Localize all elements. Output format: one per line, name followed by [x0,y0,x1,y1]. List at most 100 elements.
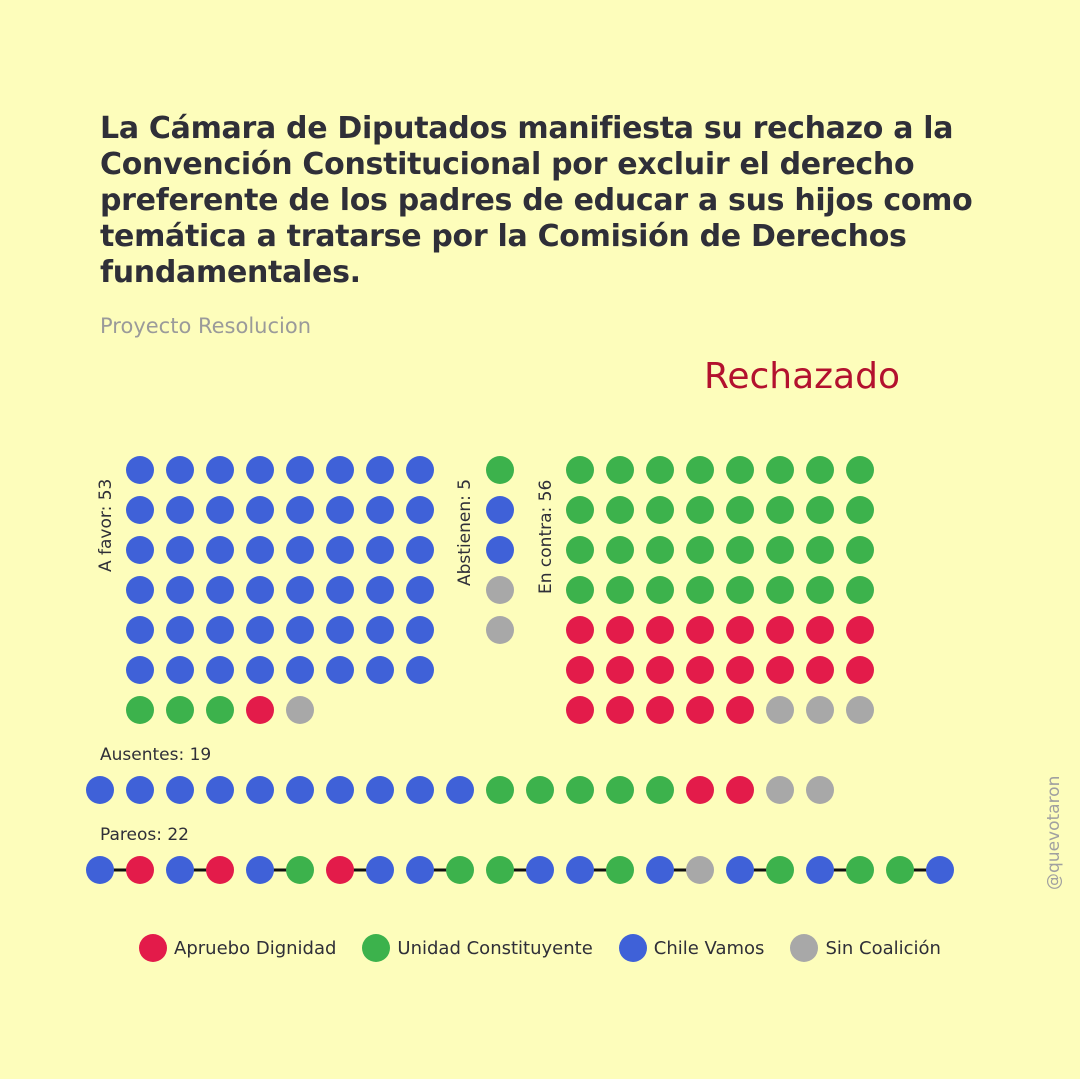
dot-unidad-constituyente [566,536,594,564]
dot-chile-vamos [166,856,194,884]
dot-apruebo-dignidad [726,696,754,724]
dot-chile-vamos [286,616,314,644]
dot-chile-vamos [126,656,154,684]
dot-unidad-constituyente [766,576,794,604]
dot-unidad-constituyente [606,536,634,564]
dot-chile-vamos [326,656,354,684]
dot-unidad-constituyente [686,536,714,564]
dot-chile-vamos [126,616,154,644]
dot-unidad-constituyente [726,456,754,484]
dot-chile-vamos [246,496,274,524]
dot-sin-coalicion [766,696,794,724]
watermark: @quevotaron [1044,775,1064,890]
chart-subtitle: Proyecto Resolucion [100,314,312,338]
dot-chile-vamos [246,656,274,684]
dot-apruebo-dignidad [686,656,714,684]
dot-chile-vamos [526,856,554,884]
dot-unidad-constituyente [686,576,714,604]
dot-chile-vamos [286,656,314,684]
dot-apruebo-dignidad [606,656,634,684]
dot-chile-vamos [206,536,234,564]
dot-chile-vamos [126,456,154,484]
dot-unidad-constituyente [846,456,874,484]
dot-chile-vamos [326,776,354,804]
dot-unidad-constituyente [206,696,234,724]
dot-apruebo-dignidad [326,856,354,884]
dot-unidad-constituyente [766,496,794,524]
dot-chile-vamos [166,656,194,684]
legend: Apruebo Dignidad Unidad Constituyente Ch… [0,934,1080,962]
dot-chile-vamos [166,496,194,524]
dot-chile-vamos [326,456,354,484]
dot-apruebo-dignidad [726,776,754,804]
dot-unidad-constituyente [486,776,514,804]
dot-chile-vamos [406,856,434,884]
dot-apruebo-dignidad [686,776,714,804]
legend-label: Apruebo Dignidad [174,937,337,959]
dot-unidad-constituyente [646,536,674,564]
chart-title: La Cámara de Diputados manifiesta su rec… [100,111,973,290]
dot-chile-vamos [246,616,274,644]
dot-chile-vamos [126,496,154,524]
dot-chile-vamos [926,856,954,884]
dot-unidad-constituyente [446,856,474,884]
label-pareos: Pareos: 22 [100,825,190,845]
dot-unidad-constituyente [526,776,554,804]
dot-unidad-constituyente [766,536,794,564]
dot-unidad-constituyente [606,776,634,804]
dot-chile-vamos [206,576,234,604]
dot-apruebo-dignidad [606,696,634,724]
dot-unidad-constituyente [806,456,834,484]
dot-chile-vamos [446,776,474,804]
dot-unidad-constituyente [566,576,594,604]
dot-unidad-constituyente [606,576,634,604]
dot-unidad-constituyente [806,576,834,604]
dot-chile-vamos [286,776,314,804]
dot-chile-vamos [366,536,394,564]
dot-chile-vamos [366,776,394,804]
dot-unidad-constituyente [806,496,834,524]
dot-apruebo-dignidad [686,616,714,644]
dot-apruebo-dignidad [766,656,794,684]
dot-unidad-constituyente [286,856,314,884]
dot-unidad-constituyente [606,856,634,884]
dot-chile-vamos [366,656,394,684]
dot-chile-vamos [406,536,434,564]
legend-dot-chile-vamos [618,934,647,962]
dot-sin-coalicion [806,696,834,724]
dot-chile-vamos [726,856,754,884]
dot-unidad-constituyente [846,496,874,524]
dot-apruebo-dignidad [126,856,154,884]
dot-chile-vamos [406,656,434,684]
dot-chile-vamos [246,456,274,484]
legend-dot-unidad-constituyente [362,934,391,962]
dot-chile-vamos [326,496,354,524]
dot-apruebo-dignidad [566,696,594,724]
dot-chile-vamos [166,536,194,564]
dot-chile-vamos [406,776,434,804]
dot-chile-vamos [246,856,274,884]
vote-dot-chart [86,456,954,884]
dot-chile-vamos [406,456,434,484]
dot-chile-vamos [166,456,194,484]
dot-chile-vamos [206,656,234,684]
dot-unidad-constituyente [686,496,714,524]
dot-apruebo-dignidad [806,616,834,644]
dot-unidad-constituyente [566,456,594,484]
dot-chile-vamos [326,576,354,604]
dot-unidad-constituyente [846,536,874,564]
dot-apruebo-dignidad [846,656,874,684]
label-ausentes: Ausentes: 19 [100,745,212,765]
dot-chile-vamos [126,776,154,804]
legend-item-apruebo-dignidad: Apruebo Dignidad [139,934,336,962]
dot-chile-vamos [126,536,154,564]
dot-chile-vamos [486,536,514,564]
dot-apruebo-dignidad [646,696,674,724]
dot-chile-vamos [286,456,314,484]
legend-label: Chile Vamos [653,937,765,959]
dot-chile-vamos [366,456,394,484]
dot-chile-vamos [326,536,354,564]
dot-chile-vamos [646,856,674,884]
dot-unidad-constituyente [766,856,794,884]
dot-chile-vamos [406,616,434,644]
